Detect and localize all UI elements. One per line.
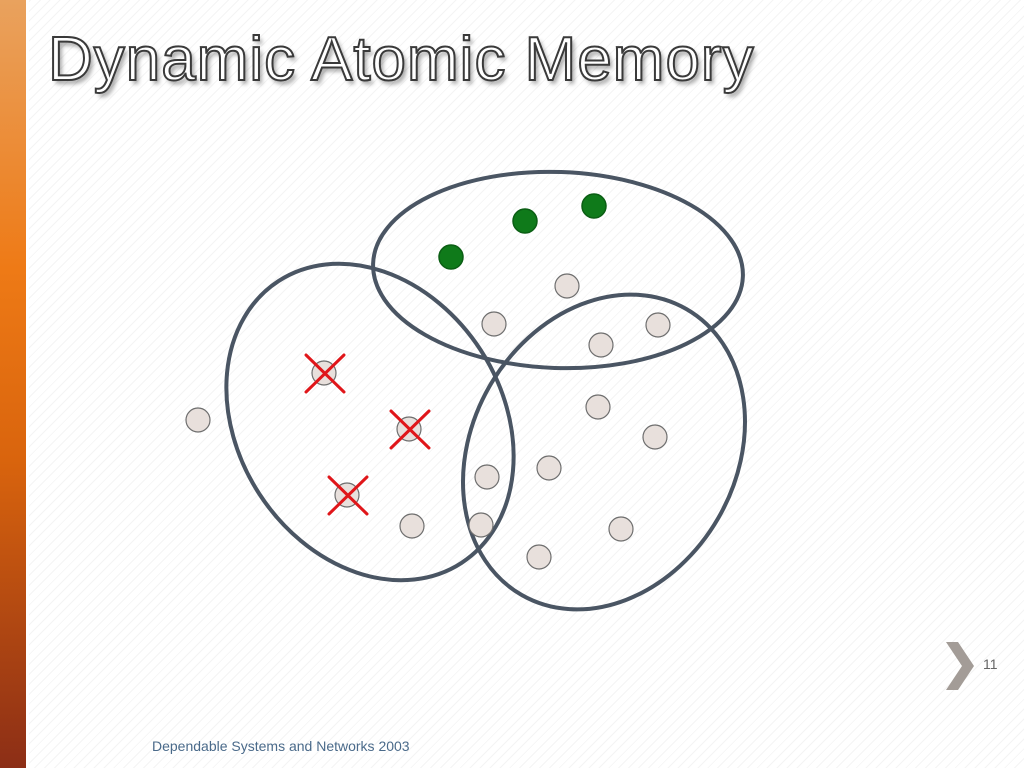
- node: [554, 273, 580, 299]
- quorum-ellipse-left: [224, 261, 516, 583]
- node: [468, 512, 494, 538]
- node: [608, 516, 634, 542]
- x-mark-icon: [327, 475, 369, 516]
- node: [481, 311, 507, 337]
- node: [185, 407, 211, 433]
- active-node: [512, 208, 538, 234]
- accent-bar: [0, 0, 26, 768]
- quorum-ellipse-top: [371, 169, 745, 371]
- node: [642, 424, 668, 450]
- page-number: 11: [983, 656, 998, 672]
- x-mark-icon: [304, 353, 346, 394]
- node: [645, 312, 671, 338]
- node: [474, 464, 500, 490]
- node: [588, 332, 614, 358]
- node: [585, 394, 611, 420]
- node: [399, 513, 425, 539]
- footer-text: Dependable Systems and Networks 2003: [152, 738, 410, 754]
- node: [536, 455, 562, 481]
- chevron-right-icon[interactable]: [944, 640, 976, 692]
- active-node: [438, 244, 464, 270]
- active-node: [581, 193, 607, 219]
- page-title: Dynamic Atomic Memory: [47, 24, 755, 95]
- accent-bar-edge: [26, 0, 29, 768]
- x-mark-icon: [389, 409, 431, 450]
- quorum-ellipse-right: [461, 292, 747, 612]
- node: [526, 544, 552, 570]
